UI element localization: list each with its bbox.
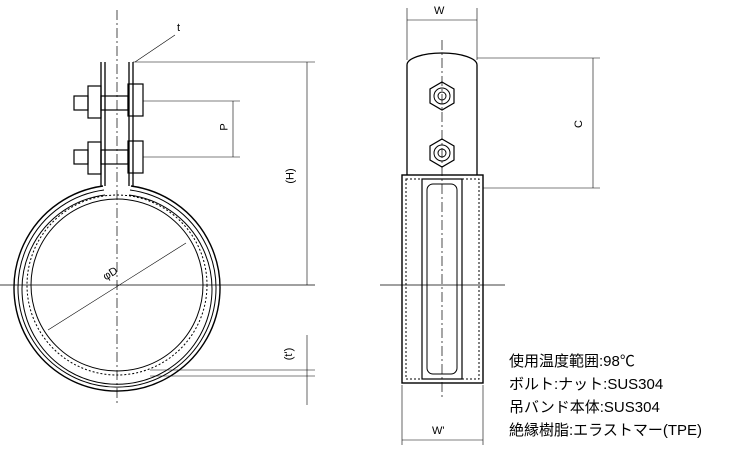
label-h: (H) — [284, 168, 297, 184]
spec-bolt-nut: ボルト:ナット:SUS304 — [509, 376, 664, 393]
spec-band-body: 吊バンド本体:SUS304 — [509, 399, 660, 416]
label-t: t — [177, 22, 181, 34]
side-view — [380, 8, 600, 445]
label-w: W — [434, 5, 445, 17]
spec-list: 使用温度範囲:98℃ ボルト:ナット:SUS304 吊バンド本体:SUS304 … — [509, 350, 702, 442]
spec-temperature: 使用温度範囲:98℃ — [509, 353, 635, 370]
center-lines — [0, 10, 315, 405]
spec-insulation: 絶縁樹脂:エラストマー(TPE) — [509, 422, 703, 439]
bolts — [73, 83, 144, 175]
tabs — [100, 62, 134, 186]
hex-nut-top — [429, 81, 455, 111]
label-p: P — [218, 123, 231, 131]
hex-nut-bottom — [429, 138, 455, 168]
label-t-prime: (t') — [283, 347, 296, 361]
dimension-lines — [47, 34, 315, 405]
label-c: C — [572, 120, 585, 128]
label-w-prime: W' — [432, 425, 445, 437]
band-ring — [13, 185, 221, 392]
